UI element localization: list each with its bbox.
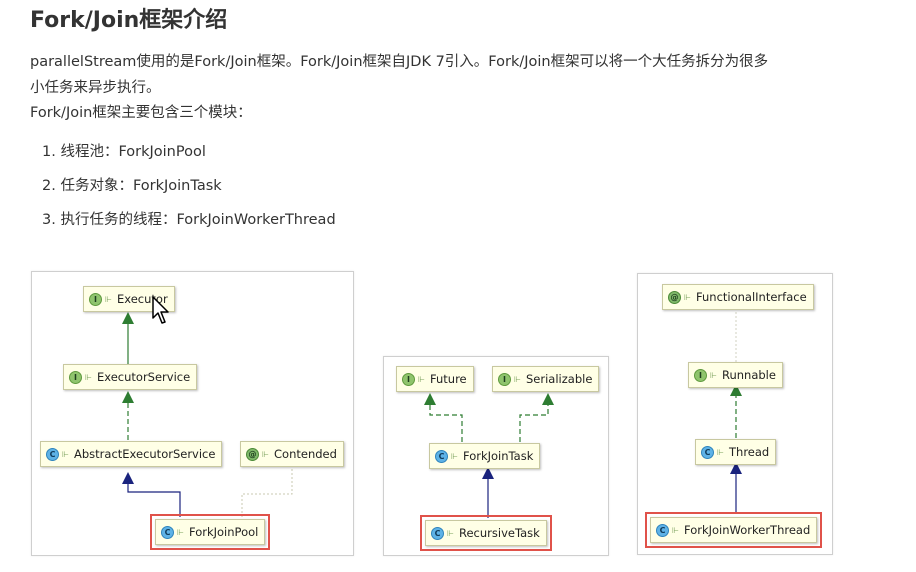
lock-icon: ⊩: [418, 374, 425, 384]
interface-icon: I: [69, 370, 82, 384]
list-item: 3. 执行任务的线程：ForkJoinWorkerThread: [42, 212, 336, 228]
node-label: FunctionalInterface: [696, 290, 807, 304]
interface-icon: I: [89, 292, 102, 306]
serializable-node: I ⊩ Serializable: [492, 366, 600, 392]
annotation-icon: @: [668, 290, 681, 304]
node-label: RecursiveTask: [459, 526, 540, 540]
intro-paragraph-line-1: parallelStream使用的是Fork/Join框架。Fork/Join框…: [30, 54, 769, 70]
node-label: Contended: [274, 447, 337, 461]
contended-node: @ ⊩ Contended: [240, 441, 344, 467]
abstract-executor-service-node: C ⊩ AbstractExecutorService: [40, 441, 223, 467]
node-label: Runnable: [722, 368, 776, 382]
lock-icon: ⊩: [177, 527, 184, 537]
node-label: ExecutorService: [97, 370, 191, 384]
pool-extends-abstract: [122, 472, 181, 517]
fork-join-pool-diagram: I ⊩ Executor I ⊩ ExecutorService C ⊩ Abs…: [31, 271, 354, 556]
thread-relations: [730, 312, 742, 514]
pool-annotated-contended: [241, 469, 293, 517]
lock-icon: ⊩: [85, 372, 92, 382]
fork-join-worker-thread-node: C ⊩ ForkJoinWorkerThread: [644, 512, 823, 548]
functional-interface-node: @ ⊩ FunctionalInterface: [662, 284, 814, 310]
class-icon: C: [701, 445, 714, 459]
runnable-node: I ⊩ Runnable: [688, 362, 783, 388]
annotation-icon: @: [246, 447, 259, 461]
node-label: ForkJoinPool: [189, 525, 259, 539]
node-label: Future: [430, 372, 467, 386]
node-label: ForkJoinTask: [463, 449, 534, 463]
fork-join-pool-node: C ⊩ ForkJoinPool: [149, 514, 271, 550]
task-implements-serializable: [519, 393, 554, 442]
lock-icon: ⊩: [710, 370, 717, 380]
lock-icon: ⊩: [451, 451, 458, 461]
task-relations: [424, 393, 554, 518]
node-label: Serializable: [526, 372, 593, 386]
interface-icon: I: [498, 372, 511, 386]
intro-paragraph-line-2: 小任务来异步执行。: [30, 80, 161, 96]
class-icon: C: [656, 523, 669, 537]
page-title: Fork/Join框架介绍: [30, 8, 228, 33]
lock-icon: ⊩: [62, 449, 69, 459]
recursive-task-node: C ⊩ RecursiveTask: [420, 515, 552, 551]
class-icon: C: [46, 447, 59, 461]
interface-icon: I: [402, 372, 415, 386]
lock-icon: ⊩: [672, 525, 679, 535]
lock-icon: ⊩: [717, 447, 724, 457]
lock-icon: ⊩: [105, 294, 112, 304]
lock-icon: ⊩: [447, 528, 454, 538]
thread-node: C ⊩ Thread: [695, 439, 777, 465]
fork-join-worker-thread-diagram: @ ⊩ FunctionalInterface I ⊩ Runnable C ⊩…: [637, 273, 833, 555]
node-label: ForkJoinWorkerThread: [684, 523, 811, 537]
class-icon: C: [431, 526, 444, 540]
class-icon: C: [435, 449, 448, 463]
list-item: 1. 线程池：ForkJoinPool: [42, 144, 206, 160]
lock-icon: ⊩: [514, 374, 521, 384]
interface-icon: I: [694, 368, 707, 382]
lock-icon: ⊩: [262, 449, 269, 459]
future-node: I ⊩ Future: [396, 366, 474, 392]
fork-join-task-diagram: I ⊩ Future I ⊩ Serializable C ⊩ ForkJoin…: [383, 356, 609, 556]
executor-service-node: I ⊩ ExecutorService: [63, 364, 198, 390]
list-item: 2. 任务对象：ForkJoinTask: [42, 178, 222, 194]
intro-paragraph-line-3: Fork/Join框架主要包含三个模块：: [30, 105, 252, 121]
fork-join-task-node: C ⊩ ForkJoinTask: [429, 443, 541, 469]
node-label: AbstractExecutorService: [74, 447, 216, 461]
class-icon: C: [161, 525, 174, 539]
pool-relations: [122, 312, 293, 517]
mouse-cursor-icon: [152, 296, 169, 324]
node-label: Thread: [729, 445, 770, 459]
task-implements-future: [424, 393, 463, 442]
lock-icon: ⊩: [684, 292, 691, 302]
